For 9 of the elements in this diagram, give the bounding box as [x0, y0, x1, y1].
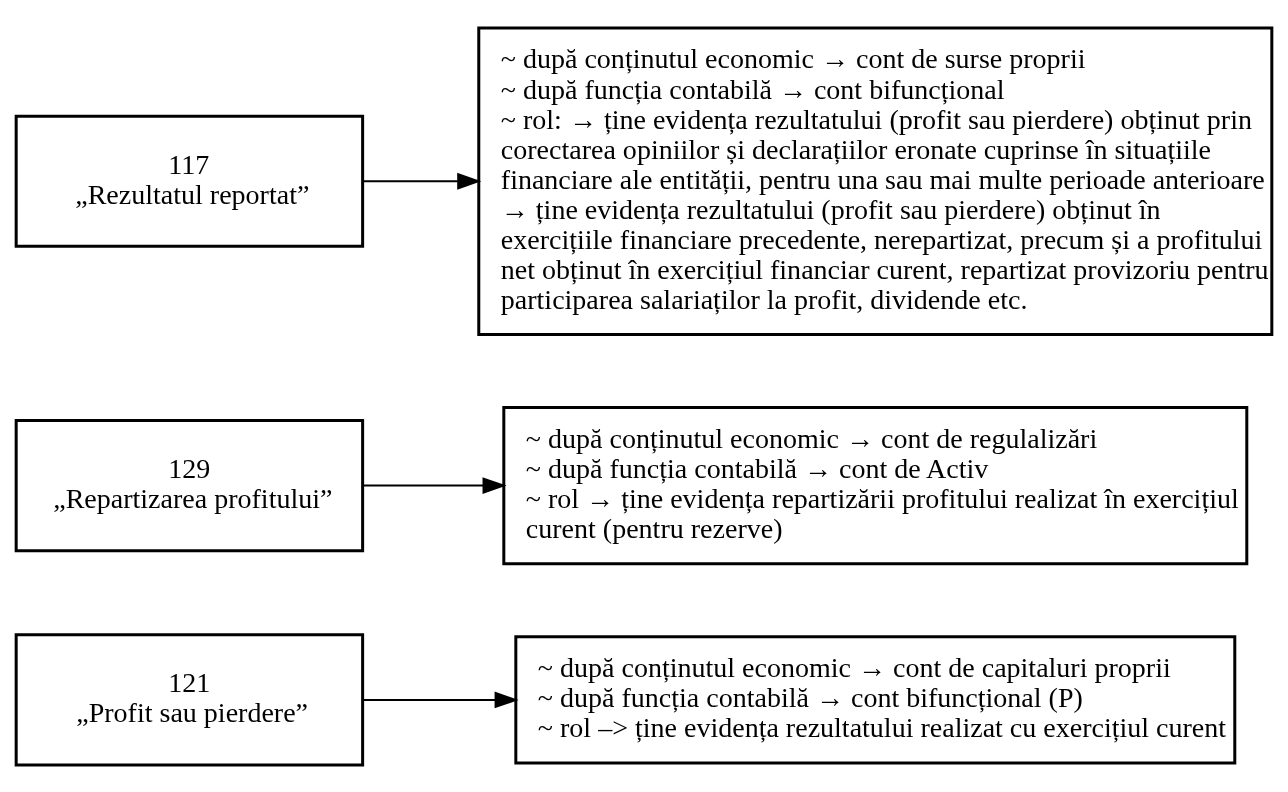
arrow	[362, 476, 507, 494]
arrow	[362, 691, 519, 708]
arrow	[362, 172, 482, 190]
node-box: ~ după conținutul economic → cont de regulalizări ~ după funcția contabilă → cont de Activ ~ rol → ține evidența repartizării profitului realizat în exercițiul curent (pentru rezerve)	[502, 405, 1249, 565]
node-box: ~ după conținutul economic → cont de surse proprii ~ după funcția contabilă → cont bifuncțional ~ rol: → ține evidența rezultatului (profit sau pierdere) obținut prin corectarea opiniilor și declarațiilor eronate cuprinse în situațiile financiare ale entității, pentru una sau mai multe perioade anterioare → ține evidența rezultatului (profit sau pierdere) obținut în exercițiile financiare precedente, nerepartizat, precum și a profitului net obținut în exercițiul financiar curent, repartizat provizoriu pentru participarea salariaților la profit, dividende etc.	[477, 26, 1274, 336]
node-box: 117 „Rezultatul reportat”	[14, 114, 365, 248]
node-box: 121 „Profit sau pierdere”	[14, 632, 365, 766]
node-box: 129 „Repartizarea profitului”	[14, 418, 365, 552]
node-box: ~ după conținutul economic → cont de capitaluri proprii ~ după funcția contabilă → cont bifuncțional (P) ~ rol –> ține evidența rezultatului realizat cu exercițiul curent	[514, 634, 1237, 764]
